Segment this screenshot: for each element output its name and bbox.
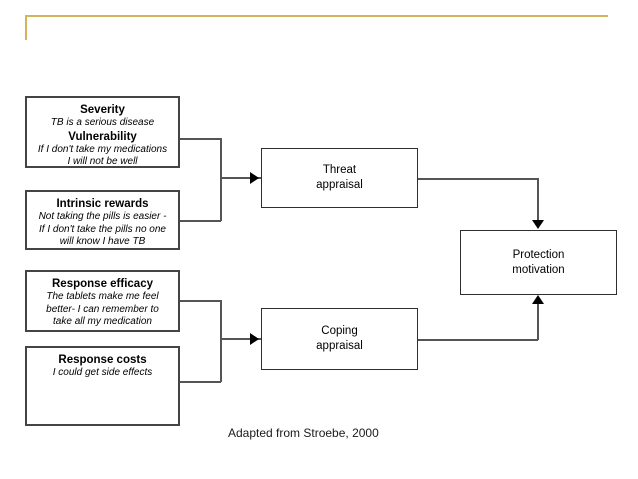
connector-threat-to-protection-v xyxy=(537,178,539,222)
threat-appraisal-label: Threat appraisal xyxy=(316,164,363,191)
connector-bracket-to-coping xyxy=(220,338,261,340)
connector-costs-to-bracket xyxy=(180,381,221,383)
arrow-into-protection-bottom xyxy=(532,295,544,304)
box-subtext: take all my medication xyxy=(53,316,152,327)
connector-bracket-to-threat xyxy=(220,177,261,179)
appraisal-box-threat[interactable]: Threat appraisal xyxy=(261,148,418,208)
box-subtext: If I don't take my medications xyxy=(37,143,168,155)
coping-appraisal-label: Coping appraisal xyxy=(316,325,363,352)
antecedent-box-response-efficacy[interactable]: Response efficacy The tablets make me fe… xyxy=(25,270,180,332)
arrow-into-threat-appraisal xyxy=(250,172,259,184)
box-title-secondary: Vulnerability xyxy=(68,130,137,143)
box-subtext: will know I have TB xyxy=(59,236,146,247)
connector-coping-to-protection-v xyxy=(537,303,539,340)
box-subtext: If I don't take the pills no one xyxy=(39,223,166,235)
box-title: Response efficacy xyxy=(52,278,153,290)
accent-rule-vertical xyxy=(25,15,27,40)
box-subtext: I could get side effects xyxy=(52,367,153,378)
box-subtext: I will not be well xyxy=(67,156,138,167)
connector-efficacy-to-bracket xyxy=(180,300,221,302)
appraisal-box-coping[interactable]: Coping appraisal xyxy=(261,308,418,370)
connector-intrinsic-to-bracket xyxy=(180,220,221,222)
bracket-coping-vertical xyxy=(220,300,222,382)
source-caption: Adapted from Stroebe, 2000 xyxy=(228,426,379,440)
connector-coping-to-protection-h xyxy=(418,339,538,341)
accent-rule-horizontal xyxy=(25,15,608,17)
box-title: Severity xyxy=(80,104,125,116)
outcome-box-protection-motivation[interactable]: Protection motivation xyxy=(460,230,617,295)
antecedent-box-severity-vulnerability[interactable]: Severity TB is a serious disease Vulnera… xyxy=(25,96,180,168)
connector-threat-to-protection-h xyxy=(418,178,538,180)
box-title: Intrinsic rewards xyxy=(56,198,149,210)
protection-motivation-label: Protection motivation xyxy=(512,248,565,276)
arrow-into-protection-top xyxy=(532,220,544,229)
antecedent-box-response-costs[interactable]: Response costs I could get side effects xyxy=(25,346,180,426)
connector-severity-to-bracket xyxy=(180,138,221,140)
box-subtext: Not taking the pills is easier - xyxy=(38,211,167,222)
box-title: Response costs xyxy=(58,354,147,366)
box-subtext: better- I can remember to xyxy=(46,303,159,315)
box-subtext: TB is a serious disease xyxy=(50,117,155,128)
arrow-into-coping-appraisal xyxy=(250,333,259,345)
antecedent-box-intrinsic-rewards[interactable]: Intrinsic rewards Not taking the pills i… xyxy=(25,190,180,250)
box-subtext: The tablets make me feel xyxy=(46,291,159,302)
bracket-threat-vertical xyxy=(220,138,222,221)
